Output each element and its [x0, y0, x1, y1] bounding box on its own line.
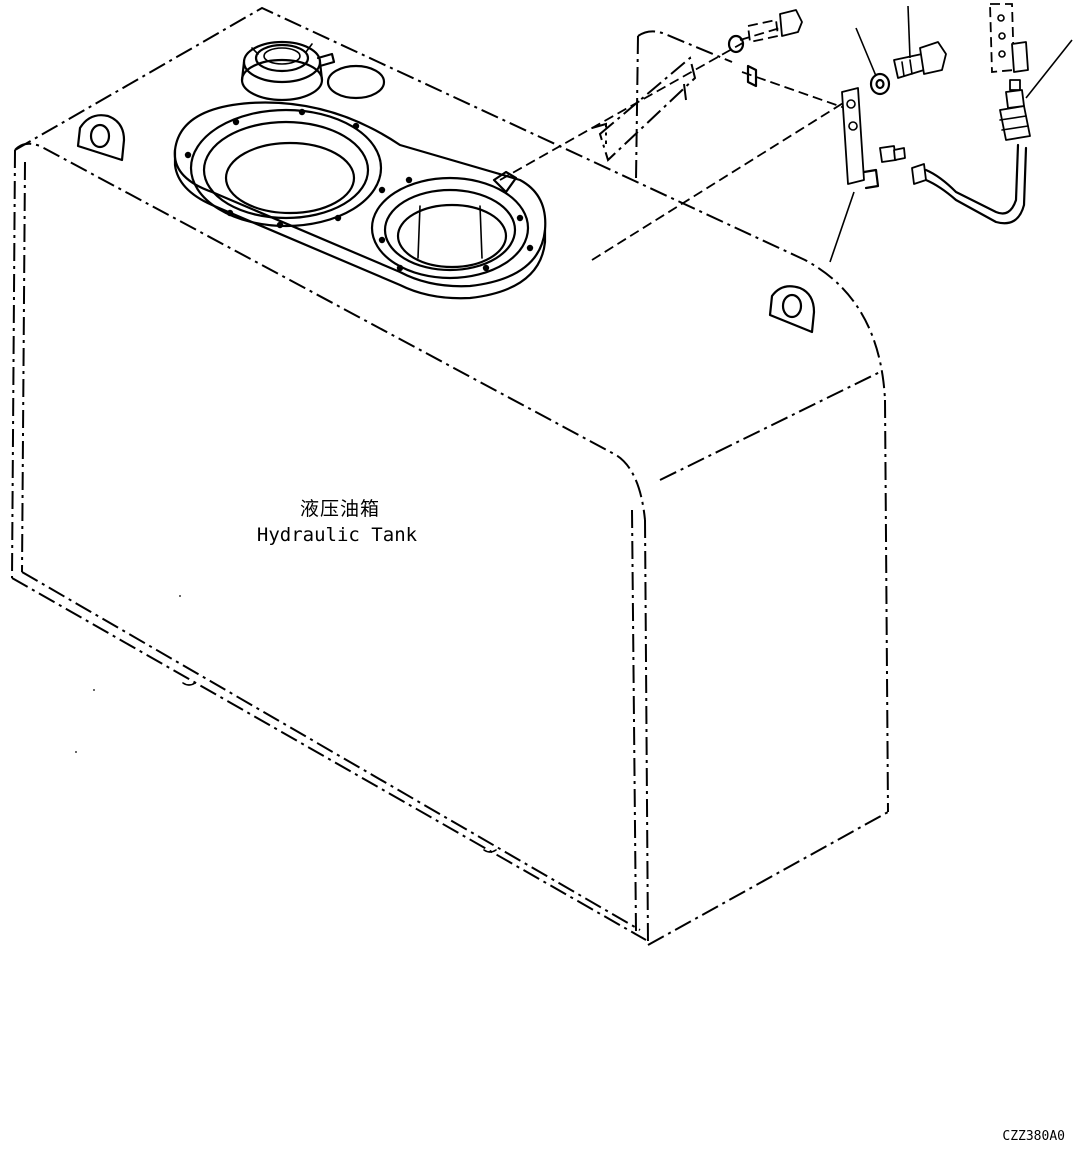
bolt-top-middle [727, 9, 803, 54]
assembly-lines [499, 27, 849, 261]
pressure-sensor [999, 79, 1031, 141]
switch-plate [841, 87, 880, 190]
breather-cap [240, 40, 386, 102]
tank-label-english: Hydraulic Tank [256, 524, 418, 546]
tank-body [11, 6, 889, 946]
washer [869, 72, 891, 96]
bolt-top [893, 41, 947, 79]
lifting-lug-right [768, 285, 816, 334]
leader-lines [829, 5, 1073, 263]
wire-connector [879, 143, 1028, 225]
lifting-lug-left [76, 114, 126, 162]
drawing-code: CZZ380A0 [1002, 1129, 1065, 1144]
mount-bracket-top-right [989, 3, 1029, 73]
flange-bolts [184, 108, 534, 272]
top-flange-plate [173, 101, 547, 300]
tank-label-chinese: 液压油箱 [299, 498, 380, 520]
gauge-bracket [591, 30, 758, 181]
